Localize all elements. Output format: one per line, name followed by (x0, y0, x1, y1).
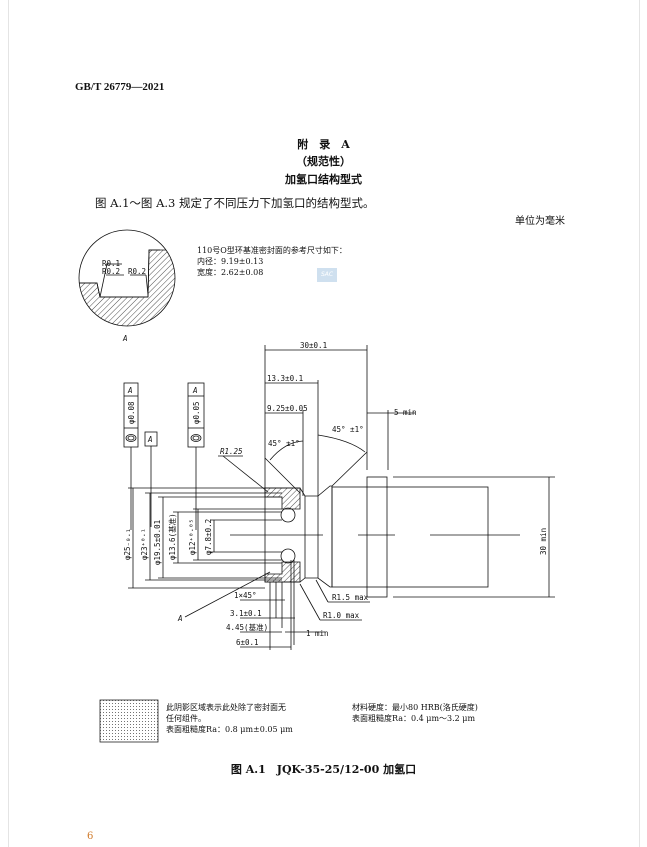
dim-label: 4.45(基准) (226, 622, 268, 632)
tolerance-datum: A (127, 386, 133, 395)
detail-radius-label: R0.2 (102, 267, 120, 276)
material-line: 材料硬度：最小80 HRB(洛氏硬度) (352, 703, 478, 712)
datum-box-label: A (147, 435, 153, 444)
tolerance-datum: A (192, 386, 198, 395)
detail-view-a (79, 249, 175, 326)
figure-caption: 图 A.1 JQK-35-25/12-00 加氢口 (230, 763, 417, 776)
shaded-area-legend (99, 699, 159, 743)
intro-text: 图 A.1～图 A.3 规定了不同压力下加氢口的结构型式。 (95, 196, 375, 210)
dim-label: φ25₋₀.₁ (123, 528, 132, 560)
sac-watermark: SAC (317, 268, 337, 282)
oring-note-line: 内径：9.19±0.13 (197, 257, 264, 266)
dim-label: 1 min (306, 629, 329, 638)
legend-line: 此阴影区域表示此处除了密封面无 (166, 703, 286, 712)
legend-line: 表面粗糙度Ra：0.8 μm±0.05 μm (166, 725, 293, 734)
unit-note: 单位为毫米 (515, 216, 565, 227)
material-line: 表面粗糙度Ra：0.4 μm～3.2 μm (352, 714, 476, 723)
dim-label: 6±0.1 (236, 638, 259, 647)
radius-label: R1.0 max (323, 611, 360, 620)
page-number: 6 (87, 831, 94, 842)
dim-label: φ19.5±0.01 (153, 520, 162, 565)
detail-label: A (122, 334, 128, 343)
oring-note-line: 宽度：2.62±0.08 (197, 268, 264, 277)
dim-label: 30±0.1 (300, 341, 327, 350)
dim-label: 9.25±0.05 (267, 404, 308, 413)
section-a-label: A (177, 614, 183, 623)
radius-label: R1.5 max (332, 593, 369, 602)
radius-label: R1.25 (220, 447, 243, 456)
dim-label: 3.1±0.1 (230, 609, 262, 618)
material-note: 材料硬度：最小80 HRB(洛氏硬度) 表面粗糙度Ra：0.4 μm～3.2 μ… (352, 702, 478, 724)
dim-label: φ12⁺⁰·⁰⁵ (188, 519, 197, 555)
oring-note: 110号O型环基准密封面的参考尺寸如下： 内径：9.19±0.13 宽度：2.6… (197, 245, 347, 278)
dim-label: 30 min (539, 528, 548, 555)
appendix-type: （规范性） (296, 155, 351, 168)
tolerance-value: φ0.05 (192, 401, 201, 424)
angle-label: 45° ±1° (268, 439, 300, 448)
appendix-title: 附 录 A (297, 138, 350, 151)
dim-label: φ23⁺⁰·¹ (140, 528, 149, 560)
tolerance-value: φ0.08 (127, 401, 136, 424)
standard-number: GB/T 26779—2021 (75, 81, 165, 93)
legend-line: 任何组件。 (166, 714, 206, 723)
dim-label: φ7.8±0.2 (204, 519, 213, 555)
dim-label: 5 min (394, 408, 417, 417)
angle-label: 45° ±1° (332, 425, 364, 434)
detail-radius-label: R0.1 (102, 259, 120, 268)
dim-label: φ13.6(基准) (167, 513, 177, 560)
oring-note-line: 110号O型环基准密封面的参考尺寸如下： (197, 246, 347, 255)
dim-label: 1×45° (234, 591, 257, 600)
appendix-subtitle: 加氢口结构型式 (285, 173, 362, 186)
detail-radius-label: R0.2 (128, 267, 146, 276)
legend-note: 此阴影区域表示此处除了密封面无 任何组件。 表面粗糙度Ra：0.8 μm±0.0… (166, 702, 293, 735)
dim-label: 13.3±0.1 (267, 374, 303, 383)
